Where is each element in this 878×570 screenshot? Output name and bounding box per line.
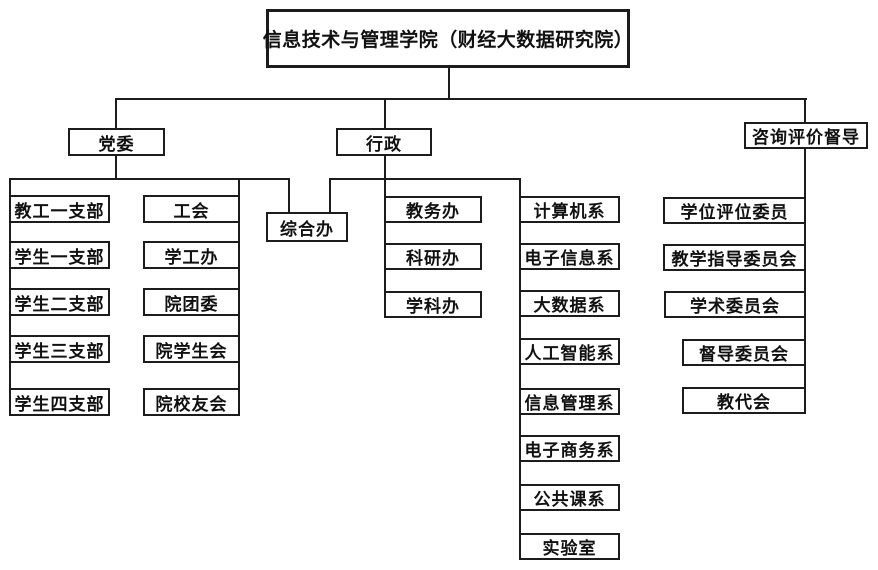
node-dept-electronic-information: 电子信息系 [519,243,620,270]
node-dept-information-management: 信息管理系 [519,388,620,415]
node-party-branch-student-3: 学生三支部 [9,335,110,363]
node-party-branch-student-4: 学生四支部 [9,388,110,416]
node-alumni-association: 院校友会 [143,388,240,416]
node-labor-union: 工会 [143,195,240,223]
node-academic-affairs-office: 教务办 [384,196,482,223]
node-discipline-office: 学科办 [384,291,482,318]
connector-stub-party [115,98,117,129]
connector-stub-admin [384,98,386,129]
node-root: 信息技术与管理学院（财经大数据研究院） [263,9,633,68]
node-research-office: 科研办 [384,243,482,270]
node-youth-league: 院团委 [143,288,240,316]
connector-general-office-right-stub [329,178,331,214]
node-supervision-committee: 督导委员会 [682,339,806,366]
node-student-union: 院学生会 [143,335,240,363]
node-advisory-supervision: 咨询评价督导 [744,122,868,149]
node-party-branch-faculty-1: 教工一支部 [9,195,110,223]
connector-party-stub-down [115,155,117,180]
node-party-branch-student-1: 学生一支部 [9,241,110,269]
connector-party-left-trunk [9,178,11,390]
node-faculty-congress: 教代会 [682,387,806,414]
node-administration: 行政 [336,128,432,156]
connector-admin-rail [329,178,521,180]
node-degree-evaluation-committee: 学位评位委员 [663,197,806,224]
node-teaching-guidance-committee: 教学指导委员会 [663,244,806,271]
connector-stub-advisory [804,98,806,123]
connector-party-rail [9,178,290,180]
node-dept-ecommerce: 电子商务系 [519,435,620,462]
node-dept-public-courses: 公共课系 [519,484,620,511]
connector-root-stub [448,67,450,99]
node-dept-big-data: 大数据系 [519,290,620,317]
node-party-branch-student-2: 学生二支部 [9,288,110,316]
node-student-affairs-office: 学工办 [143,241,240,269]
connector-party-right-trunk [238,178,240,390]
node-academic-committee: 学术委员会 [664,291,806,318]
connector-top-rail [115,98,807,100]
connector-general-office-left-stub [288,178,290,214]
connector-admin-trunk [384,155,386,293]
node-dept-computer-science: 计算机系 [519,196,620,223]
node-party-committee: 党委 [68,128,165,156]
node-general-office: 综合办 [266,212,348,242]
node-dept-artificial-intelligence: 人工智能系 [519,338,620,365]
node-laboratory: 实验室 [519,533,620,560]
